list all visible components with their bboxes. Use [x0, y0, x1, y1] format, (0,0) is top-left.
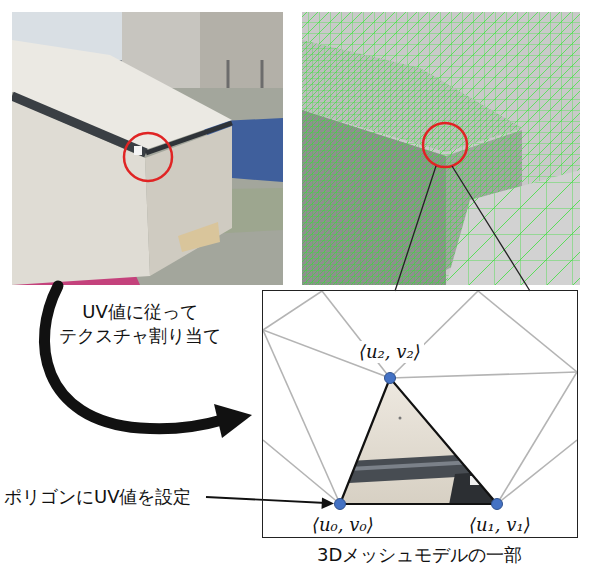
vertex-uv-label: ⟨u₀, v₀⟩: [309, 514, 377, 536]
vertex-dot: [385, 373, 396, 384]
vertex-dot: [492, 499, 503, 510]
leader-line: [206, 497, 326, 503]
vertex-uv-label: ⟨u₂, v₂⟩: [356, 341, 424, 363]
polygon-outline: [340, 378, 497, 504]
textured-polygon: [330, 370, 510, 510]
desk-photo: [12, 12, 283, 285]
arrow-head: [214, 404, 252, 438]
vertex-dot: [335, 499, 346, 510]
callout-note: ポリゴンにUV値を設定: [4, 485, 192, 509]
zoom-line: [452, 166, 530, 291]
vertex-uv-label: ⟨u₁, v₁⟩: [466, 514, 534, 536]
zoom-line: [395, 166, 436, 291]
mesh-detail: [263, 291, 577, 504]
box-caption: 3Dメッシュモデルの一部: [317, 543, 522, 567]
process-note: UV値に従って テクスチャ割り当て: [40, 300, 240, 349]
mesh-zoom-box: 3Dメッシュモデルの一部: [262, 290, 578, 538]
leader-arrow-head: [322, 498, 335, 510]
mesh-render: [302, 12, 580, 285]
